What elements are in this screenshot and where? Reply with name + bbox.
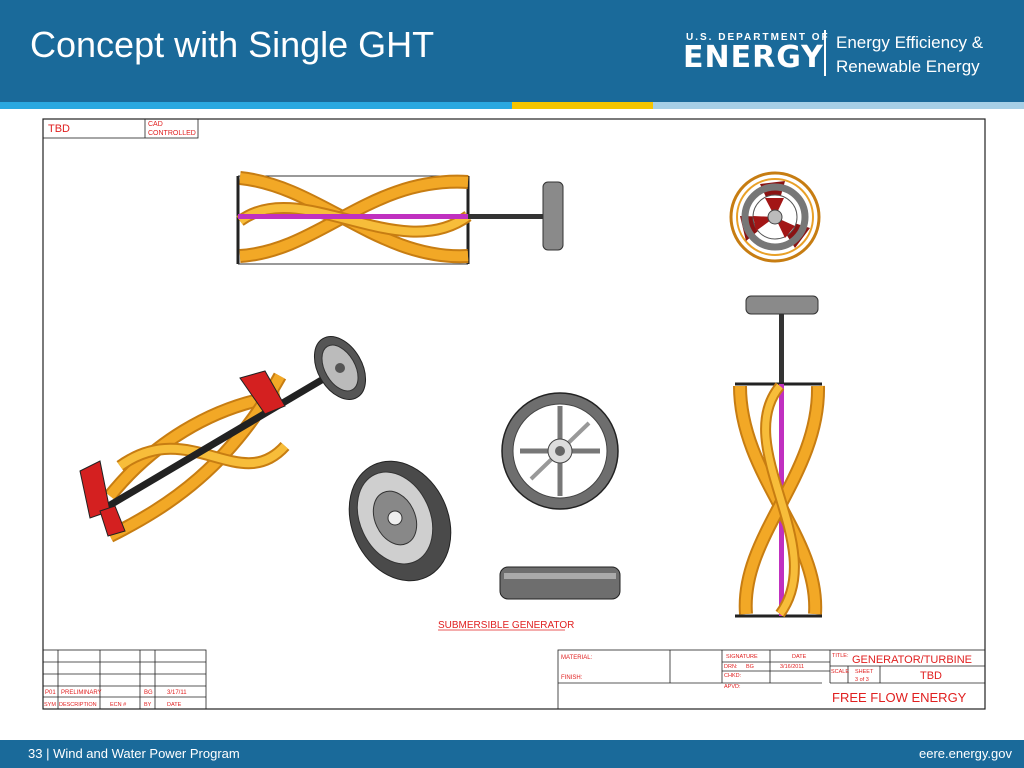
revision-block (42, 649, 207, 710)
header-band-light-blue (653, 102, 1024, 109)
tb-chkd-label: CHKD: (724, 673, 742, 679)
title-block (557, 649, 986, 710)
turbine-isometric-view (79, 336, 367, 543)
doe-logo-wordmark: ENERGY (683, 40, 824, 75)
rev-date: 3/17/11 (167, 690, 187, 696)
rev-header-by: BY (144, 702, 152, 708)
engineering-drawing: TBD CAD CONTROLLED (42, 118, 986, 710)
tb-sheet-label: SHEET (855, 669, 874, 675)
tb-scale-value: TBD (920, 670, 942, 682)
tag-cad-line2: CONTROLLED (148, 130, 196, 137)
generator-disc-top (745, 295, 819, 315)
slide-footer: 33 | Wind and Water Power Program eere.e… (0, 740, 1024, 768)
program-name: Wind and Water Power Program (53, 746, 240, 761)
tb-sheet-value: 3 of 3 (855, 677, 869, 683)
logo-divider (824, 30, 826, 76)
tb-title-label: TITLE: (832, 653, 849, 659)
rev-header-date: DATE (167, 702, 182, 708)
tb-drn-date: 3/16/2011 (780, 664, 804, 670)
tb-scale-label: SCALE (831, 669, 849, 675)
tb-finish-label: FINISH: (561, 675, 583, 681)
generator-isometric-view (348, 460, 452, 582)
turbine-vertical-view (733, 295, 826, 618)
tb-signature-label: SIGNATURE (726, 654, 758, 660)
office-name-line1: Energy Efficiency & (836, 33, 984, 52)
tb-material-label: MATERIAL: (561, 655, 593, 661)
rev-number: P01 (45, 690, 56, 696)
rev-by: BG (144, 690, 153, 696)
office-name-line2: Renewable Energy (836, 57, 980, 76)
tb-company: FREE FLOW ENERGY (832, 690, 967, 705)
tag-cad-line1: CAD (148, 121, 163, 128)
turbine-end-view (729, 171, 821, 263)
generator-front-view (501, 392, 619, 510)
footer-url: eere.energy.gov (919, 746, 1012, 761)
doe-logo-small-text: U.S. DEPARTMENT OF (686, 32, 830, 43)
iso-shaft (98, 374, 327, 515)
rev-description: PRELIMINARY (61, 690, 102, 696)
generator-side-view (499, 566, 621, 600)
rev-header-desc: DESCRIPTION (59, 702, 97, 708)
slide-header (0, 0, 1024, 102)
rev-header-ecn: ECN # (110, 702, 127, 708)
drawing-caption: SUBMERSIBLE GENERATOR (438, 620, 574, 631)
header-band-yellow (512, 102, 653, 109)
drawing-border (42, 118, 986, 710)
slide-title: Concept with Single GHT (30, 24, 435, 65)
tb-apvd-label: APVD: (724, 684, 741, 690)
tag-box (42, 118, 199, 139)
tb-drn-label: DRN: (724, 664, 738, 670)
turbine-shaft (238, 214, 468, 219)
turbine-side-view (236, 171, 564, 265)
page-number: 33 (28, 746, 43, 761)
header-band-blue (0, 102, 512, 109)
tb-date-label: DATE (792, 654, 807, 660)
generator-shaft (468, 214, 543, 219)
generator-disc-side (542, 181, 564, 251)
tb-title-value: GENERATOR/TURBINE (852, 654, 972, 666)
tag-tbd: TBD (48, 123, 70, 135)
rev-header-sym: SYM (44, 702, 56, 708)
tb-drn-value: BG (746, 664, 754, 670)
footer-program: 33 | Wind and Water Power Program (28, 746, 240, 761)
